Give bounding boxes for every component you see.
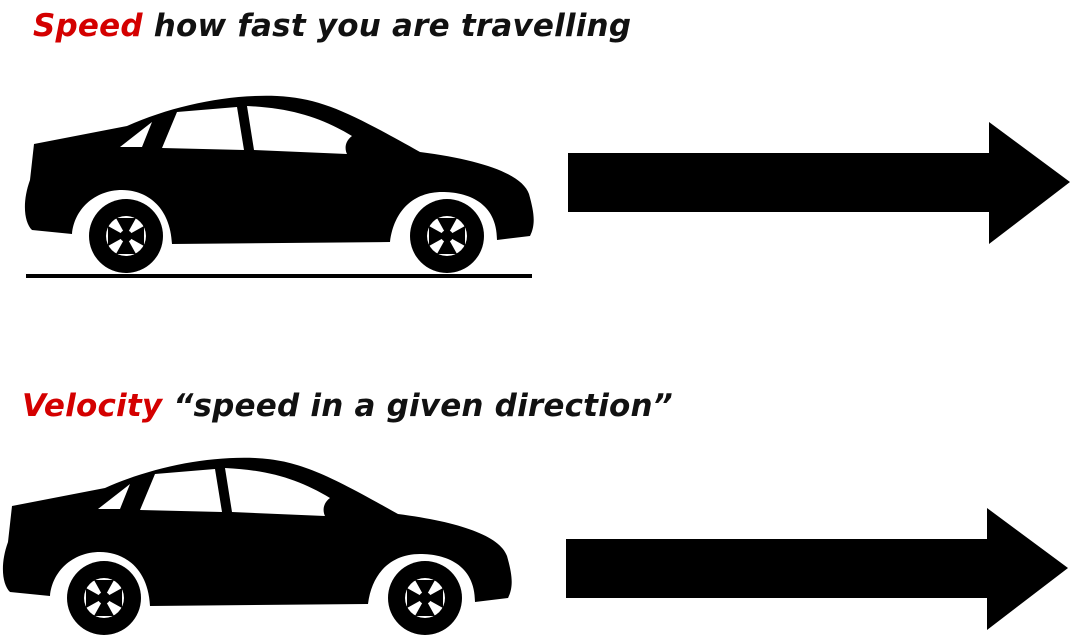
speed-term: Speed <box>33 8 143 44</box>
car-icon <box>24 95 534 279</box>
road-line <box>26 274 532 278</box>
speed-definition: how fast you are travelling <box>153 8 632 44</box>
speed-heading: Speed how fast you are travelling <box>33 8 631 44</box>
right-arrow-icon <box>566 508 1068 630</box>
velocity-term: Velocity <box>22 388 163 424</box>
car-icon <box>2 457 512 641</box>
velocity-definition: “speed in a given direction” <box>173 388 673 424</box>
velocity-heading: Velocity “speed in a given direction” <box>22 388 673 424</box>
right-arrow-icon <box>568 122 1070 244</box>
